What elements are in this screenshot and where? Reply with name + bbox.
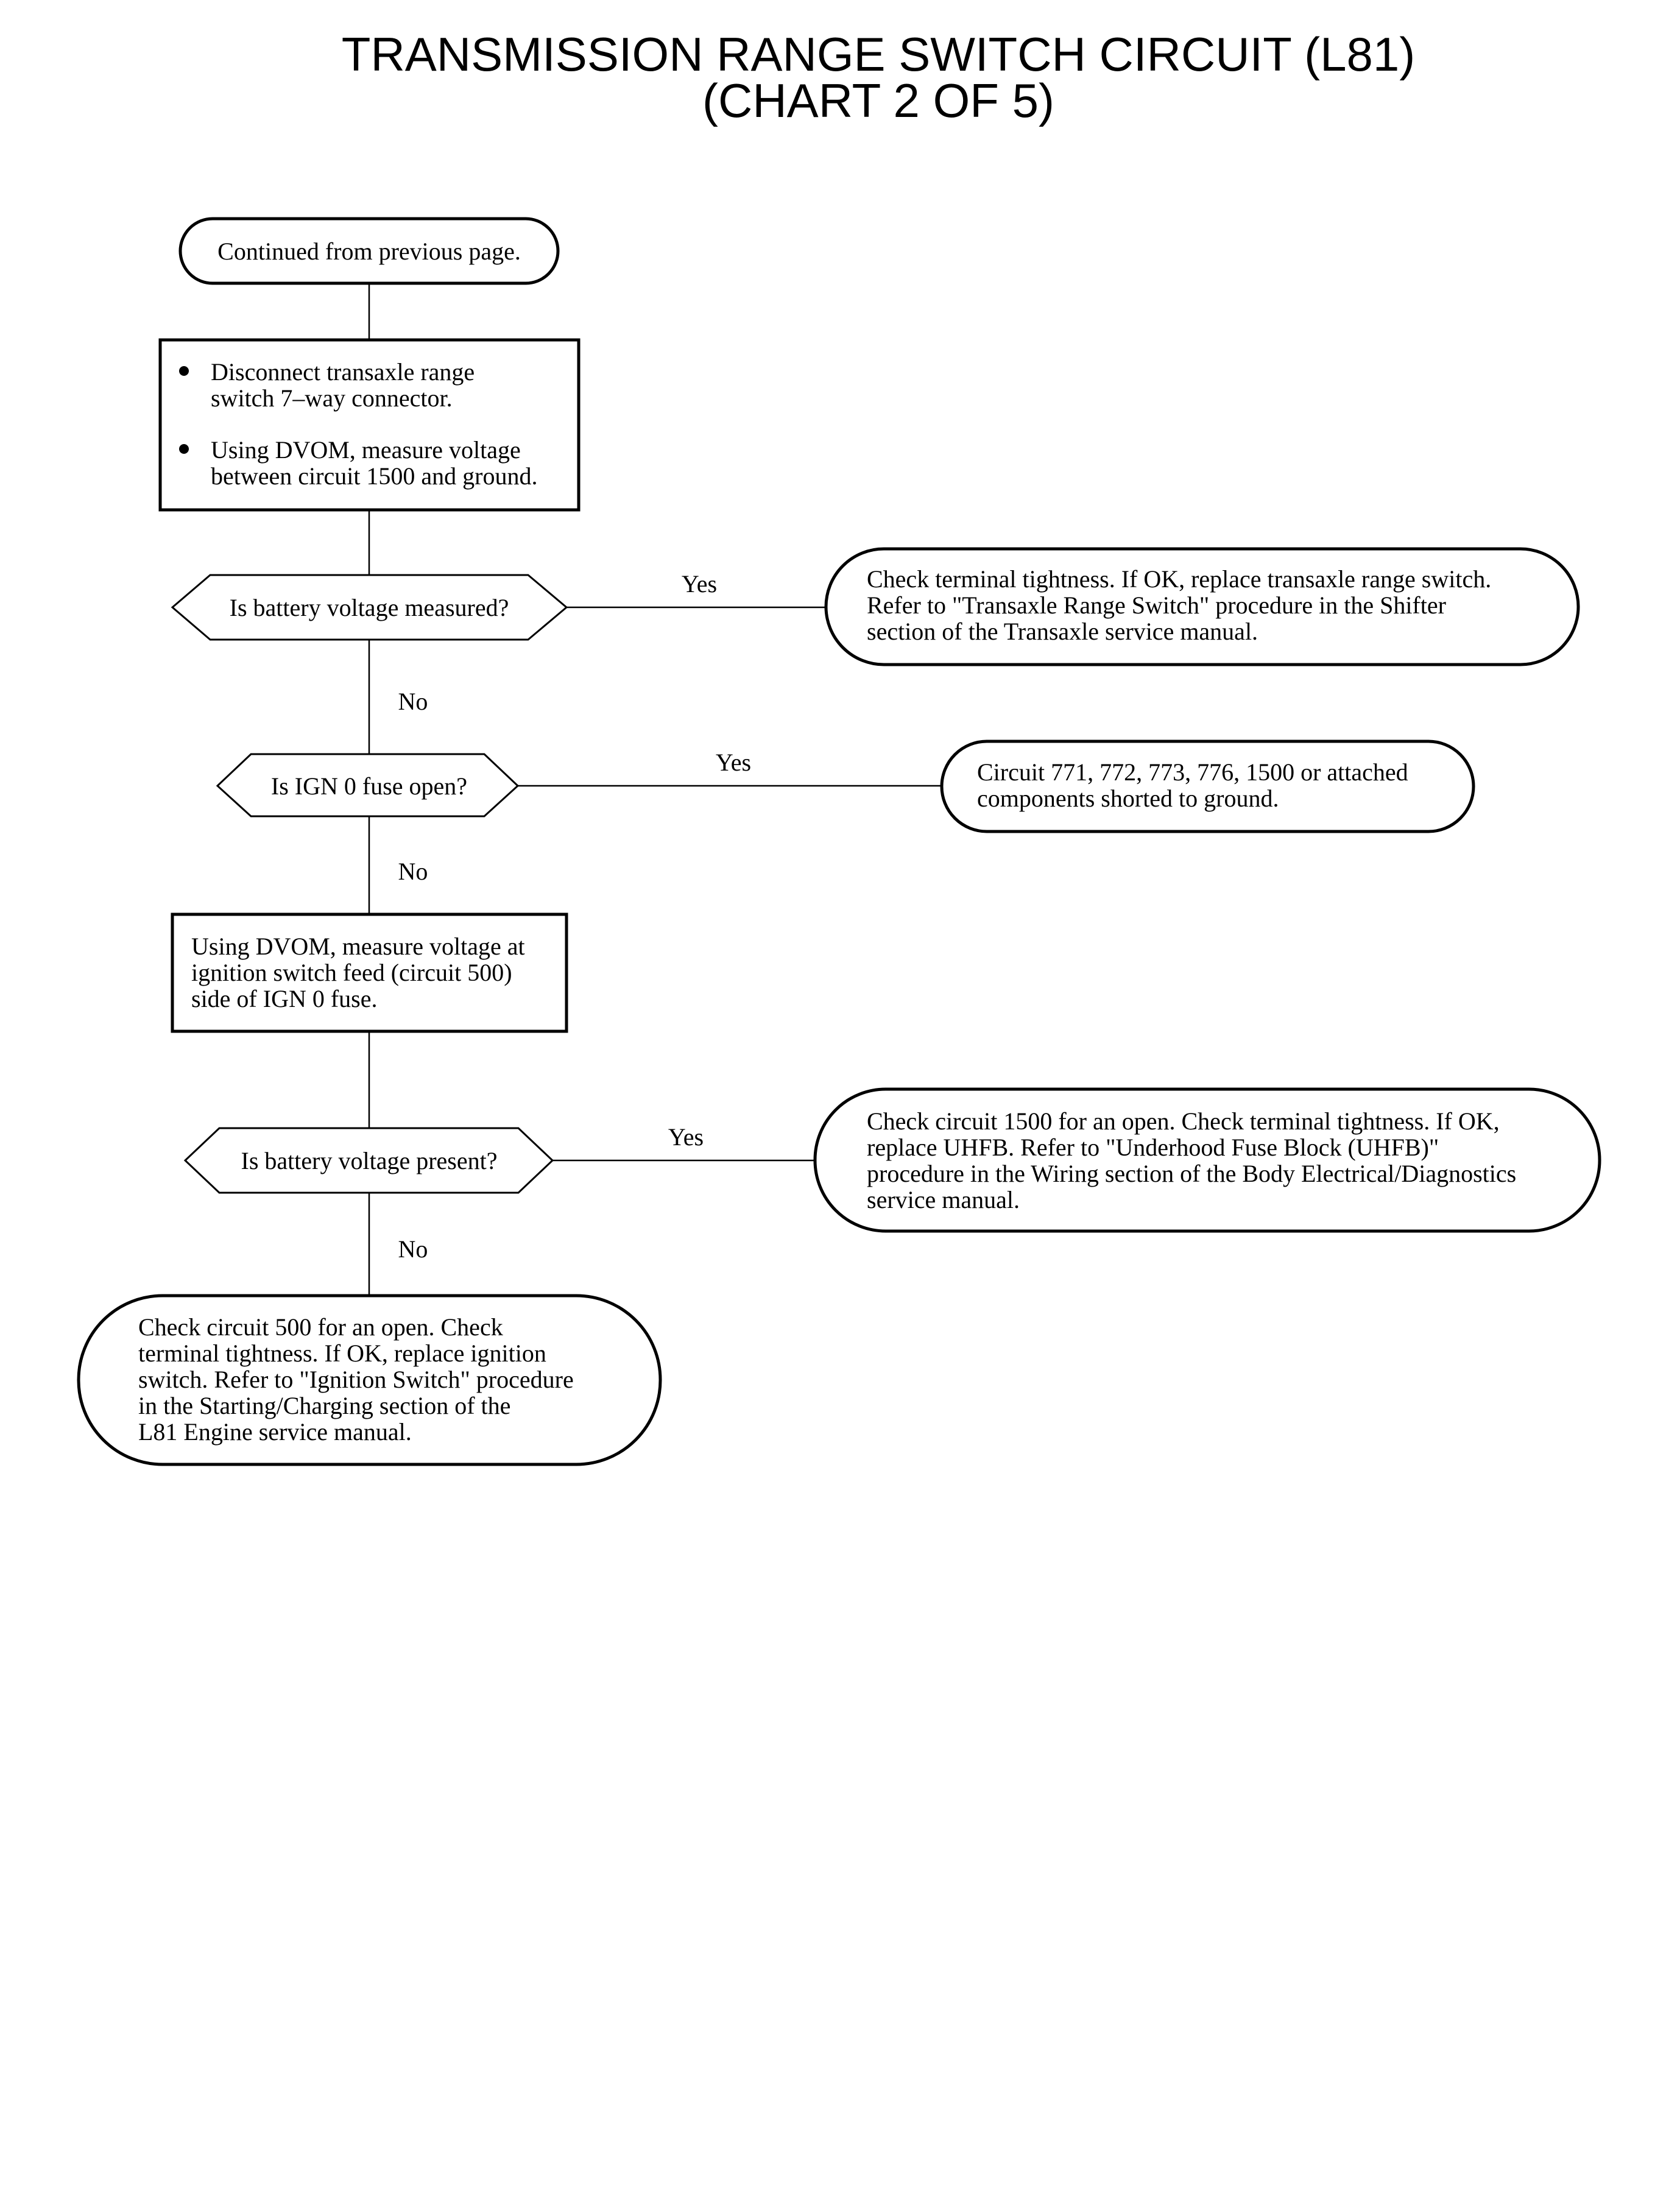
result3-line3: procedure in the Wiring section of the B… (867, 1160, 1516, 1187)
bullet-dot-2 (179, 444, 189, 454)
bullet-dot-1 (179, 366, 189, 376)
process-step-disconnect-connector: Disconnect transaxle range switch 7–way … (158, 338, 581, 512)
result-replace-ignition-switch: Check circuit 500 for an open. Check ter… (77, 1294, 662, 1466)
edge-label-decision2-yes: Yes (716, 749, 751, 776)
process-step-measure-ign-feed: Using DVOM, measure voltage at ignition … (171, 913, 568, 1033)
chart-title-line-2: (CHART 2 OF 5) (702, 74, 1054, 127)
result3-terminator-shape (813, 1087, 1601, 1233)
step1-bullet2-line2: between circuit 1500 and ground. (211, 462, 538, 490)
process-box-step1 (158, 338, 581, 512)
result-replace-range-switch: Check terminal tightness. If OK, replace… (824, 547, 1580, 666)
step2-line3: side of IGN 0 fuse. (191, 985, 378, 1012)
result4-terminator-shape (77, 1294, 662, 1466)
start-terminator-text: Continued from previous page. (217, 238, 521, 265)
result-circuits-shorted: Circuit 771, 772, 773, 776, 1500 or atta… (940, 740, 1475, 833)
result2-terminator-shape (940, 740, 1475, 833)
start-terminator: Continued from previous page. (178, 217, 560, 285)
result4-line1: Check circuit 500 for an open. Check (138, 1313, 503, 1341)
decision-battery-voltage-present: Is battery voltage present? (183, 1127, 554, 1194)
result4-line5: L81 Engine service manual. (138, 1418, 412, 1446)
decision1-hexagon (171, 574, 568, 641)
step2-line1: Using DVOM, measure voltage at (191, 933, 525, 960)
edge-label-decision3-no: No (398, 1235, 428, 1263)
decision2-text: Is IGN 0 fuse open? (271, 772, 467, 800)
step2-line2: ignition switch feed (circuit 500) (191, 959, 512, 986)
connectors (368, 283, 942, 1296)
step1-bullet1-line1: Disconnect transaxle range (211, 358, 475, 386)
result3-line4: service manual. (867, 1186, 1020, 1213)
edge-label-decision3-yes: Yes (668, 1123, 704, 1151)
result1-line2: Refer to "Transaxle Range Switch" proced… (867, 591, 1446, 619)
edge-label-decision2-no: No (398, 858, 428, 885)
result3-line2: replace UHFB. Refer to "Underhood Fuse B… (867, 1134, 1439, 1161)
step1-bullet2-line1: Using DVOM, measure voltage (211, 436, 521, 464)
result4-line3: switch. Refer to "Ignition Switch" proce… (138, 1366, 574, 1393)
decision-ign0-fuse-open: Is IGN 0 fuse open? (216, 753, 520, 817)
result2-line1: Circuit 771, 772, 773, 776, 1500 or atta… (977, 758, 1408, 786)
result1-line1: Check terminal tightness. If OK, replace… (867, 565, 1491, 593)
decision3-text: Is battery voltage present? (241, 1147, 498, 1174)
decision2-hexagon (216, 753, 520, 817)
result4-line4: in the Starting/Charging section of the (138, 1392, 510, 1419)
result1-line3: section of the Transaxle service manual. (867, 618, 1258, 645)
step1-bullet1-line2: switch 7–way connector. (211, 384, 453, 412)
chart-title-line-1: TRANSMISSION RANGE SWITCH CIRCUIT (L81) (342, 27, 1415, 81)
result2-line2: components shorted to ground. (977, 785, 1279, 812)
decision-battery-voltage-measured: Is battery voltage measured? (171, 574, 568, 641)
result4-line2: terminal tightness. If OK, replace ignit… (138, 1340, 546, 1367)
process-box-step2 (171, 913, 568, 1033)
decision1-text: Is battery voltage measured? (230, 594, 509, 621)
result3-line1: Check circuit 1500 for an open. Check te… (867, 1107, 1500, 1135)
start-terminator-shape (178, 217, 560, 285)
edge-label-decision1-no: No (398, 688, 428, 715)
result1-terminator-shape (824, 547, 1580, 666)
edge-label-decision1-yes: Yes (682, 570, 717, 598)
decision3-hexagon (183, 1127, 554, 1194)
result-replace-uhfb: Check circuit 1500 for an open. Check te… (813, 1087, 1601, 1233)
